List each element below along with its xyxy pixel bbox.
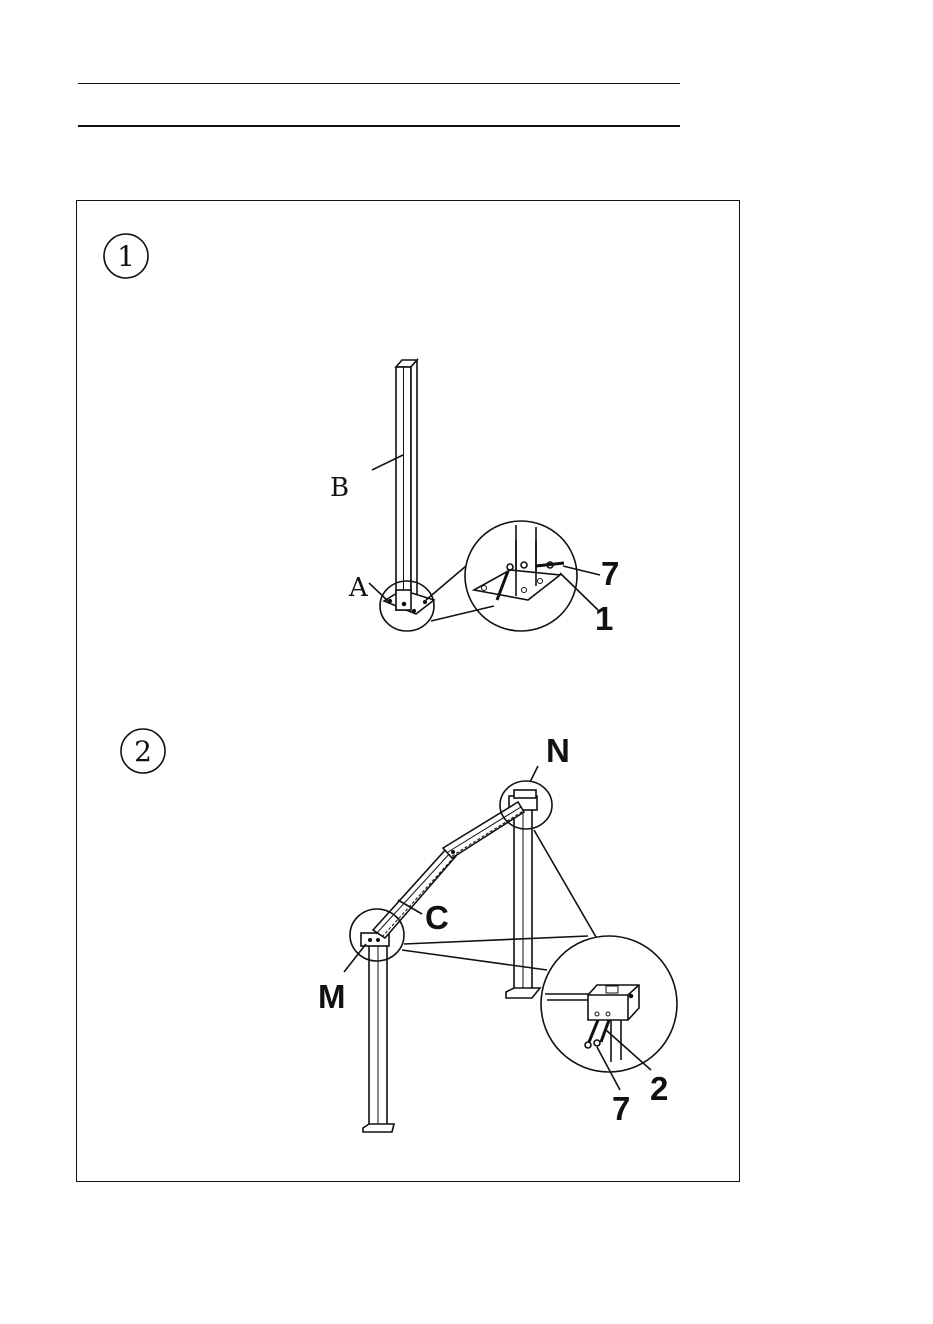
- label-base-a: A: [348, 573, 369, 603]
- label-qty-7-step2: 7: [612, 1090, 630, 1127]
- label-qty-2-step2: 2: [650, 1070, 668, 1107]
- step-2-number: 2: [134, 735, 152, 768]
- label-joint-n: N: [546, 732, 570, 769]
- label-qty-1-step1: 1: [595, 600, 613, 637]
- label-qty-7-step1: 7: [601, 555, 619, 592]
- step-2: 2: [121, 729, 677, 1132]
- label-beam-c: C: [425, 899, 449, 936]
- step-1-number: 1: [117, 240, 135, 273]
- label-joint-m: M: [318, 978, 346, 1015]
- step-1: 1: [104, 234, 619, 637]
- label-post-b: B: [330, 473, 349, 503]
- post-b: [384, 360, 434, 614]
- post-left: [361, 933, 394, 1132]
- zoom-1-content: [474, 525, 564, 600]
